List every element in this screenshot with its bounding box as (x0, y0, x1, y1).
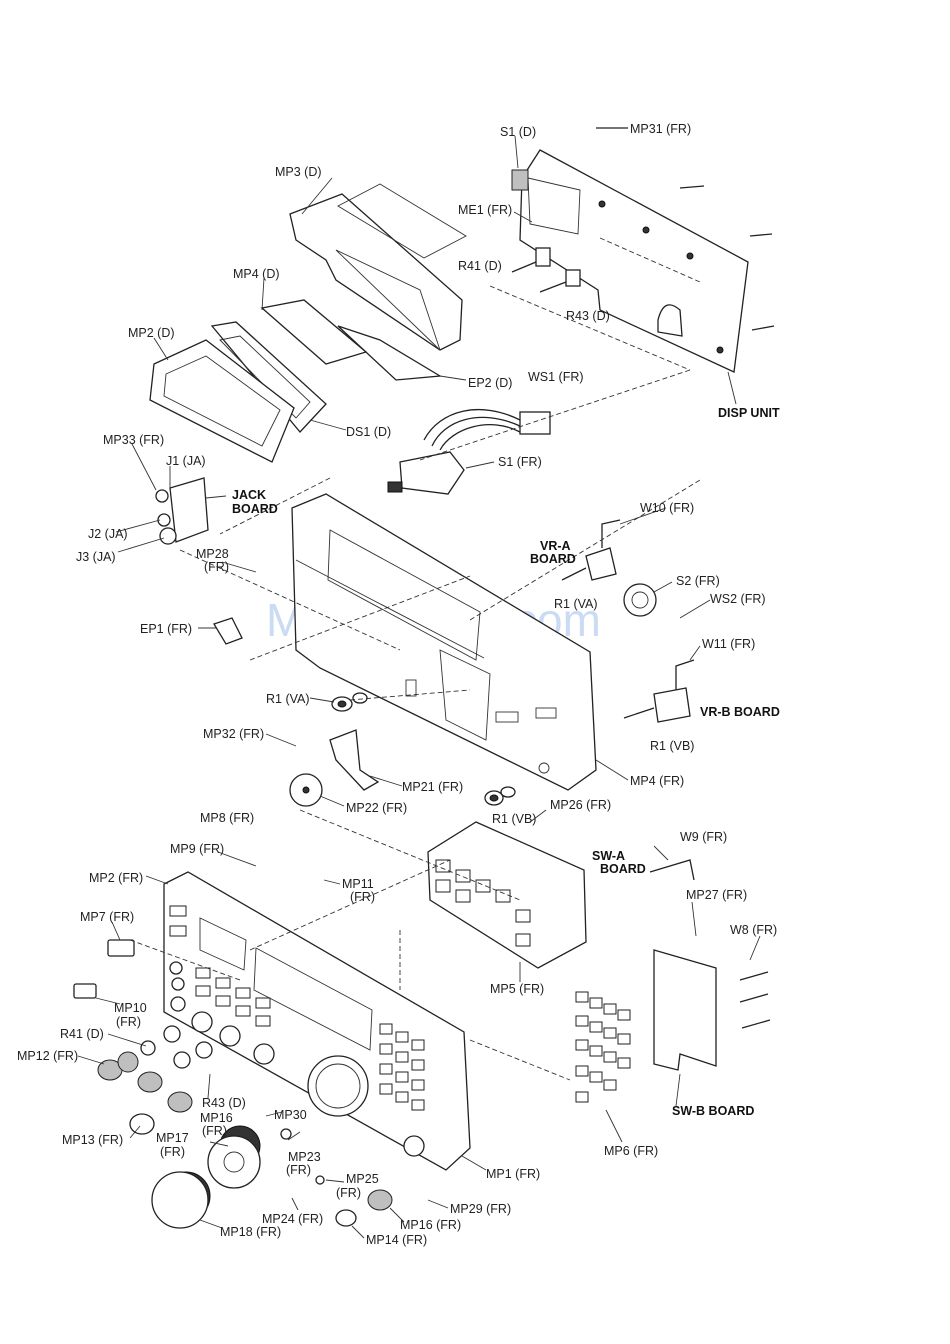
label-mp10-2: (FR) (116, 1015, 141, 1029)
label-w10: W10 (FR) (640, 501, 694, 515)
disp-unit-board (511, 127, 775, 373)
label-mp13: MP13 (FR) (62, 1133, 123, 1147)
label-w11: W11 (FR) (702, 637, 755, 651)
label-r1-vb-bottom: R1 (VB) (492, 812, 536, 826)
chassis (291, 493, 597, 791)
label-mp22: MP22 (FR) (346, 801, 407, 815)
label-jack-board-1: JACK (232, 488, 266, 502)
label-me1: ME1 (FR) (458, 203, 512, 217)
label-mp18: MP18 (FR) (220, 1225, 281, 1239)
label-r1-vb-right: R1 (VB) (650, 739, 694, 753)
label-ws1: WS1 (FR) (528, 370, 584, 384)
label-r41-d-top: R41 (D) (458, 259, 502, 273)
label-mp6: MP6 (FR) (604, 1144, 658, 1158)
label-disp-unit: DISP UNIT (718, 406, 780, 420)
label-vra-1: VR-A (540, 539, 571, 553)
label-mp3-d: MP3 (D) (275, 165, 322, 179)
label-r43-d-bottom: R43 (D) (202, 1096, 246, 1110)
label-mp14: MP14 (FR) (366, 1233, 427, 1247)
label-mp1: MP1 (FR) (486, 1167, 540, 1181)
label-mp12: MP12 (FR) (17, 1049, 78, 1063)
label-mp17-1: MP17 (156, 1131, 189, 1145)
label-mp8: MP8 (FR) (200, 811, 254, 825)
label-mp25-1: MP25 (346, 1172, 379, 1186)
label-mp16-left-1: MP16 (200, 1111, 233, 1125)
label-mp30: MP30 (274, 1108, 307, 1122)
label-mp4-d: MP4 (D) (233, 267, 280, 281)
vr-boards (213, 519, 695, 723)
label-r41-d-bottom: R41 (D) (60, 1027, 104, 1041)
label-mp2-d: MP2 (D) (128, 326, 175, 340)
label-r1-va-right: R1 (VA) (554, 597, 598, 611)
label-mp7: MP7 (FR) (80, 910, 134, 924)
label-mp29: MP29 (FR) (450, 1202, 511, 1216)
alignment-lines (129, 285, 701, 1081)
label-ep1: EP1 (FR) (140, 622, 192, 636)
label-ws2: WS2 (FR) (710, 592, 766, 606)
label-s1-fr: S1 (FR) (498, 455, 542, 469)
label-mp31: MP31 (FR) (630, 122, 691, 136)
sw-b-board (575, 949, 771, 1103)
knobs (73, 939, 393, 1229)
label-r1-va-left: R1 (VA) (266, 692, 310, 706)
jack-board (155, 477, 209, 545)
label-r43-d-top: R43 (D) (566, 309, 610, 323)
label-mp5: MP5 (FR) (490, 982, 544, 996)
label-mp9: MP9 (FR) (170, 842, 224, 856)
label-s2: S2 (FR) (676, 574, 720, 588)
label-mp21: MP21 (FR) (402, 780, 463, 794)
label-mp10-1: MP10 (114, 1001, 147, 1015)
label-mp2-fr: MP2 (FR) (89, 871, 143, 885)
label-mp28-2: (FR) (204, 560, 229, 574)
label-w8: W8 (FR) (730, 923, 777, 937)
label-mp23-2: (FR) (286, 1163, 311, 1177)
label-ep2: EP2 (D) (468, 376, 512, 390)
switch-harness (387, 408, 551, 495)
label-mp11-1: MP11 (342, 877, 374, 891)
sw-a-board (427, 821, 695, 969)
label-j2: J2 (JA) (88, 527, 128, 541)
label-mp24: MP24 (FR) (262, 1212, 323, 1226)
label-mp25-2: (FR) (336, 1186, 361, 1200)
label-mp16-bottom: MP16 (FR) (400, 1218, 461, 1232)
label-w9: W9 (FR) (680, 830, 727, 844)
label-j1: J1 (JA) (166, 454, 206, 468)
label-vrb-board: VR-B BOARD (700, 705, 780, 719)
label-mp17-2: (FR) (160, 1145, 185, 1159)
label-mp23-1: MP23 (288, 1150, 321, 1164)
label-vra-2: BOARD (530, 552, 576, 566)
washers (289, 692, 516, 807)
label-swb-board: SW-B BOARD (672, 1104, 754, 1118)
label-ds1: DS1 (D) (346, 425, 391, 439)
part-labels: MP31 (FR) S1 (D) MP3 (D) ME1 (FR) R41 (D… (17, 122, 780, 1247)
label-mp26: MP26 (FR) (550, 798, 611, 812)
label-mp16-left-2: (FR) (202, 1124, 227, 1138)
label-s1-d: S1 (D) (500, 125, 536, 139)
label-mp32: MP32 (FR) (203, 727, 264, 741)
label-jack-board-2: BOARD (232, 502, 278, 516)
label-mp33: MP33 (FR) (103, 433, 164, 447)
label-swa-1: SW-A (592, 849, 625, 863)
leader-lines (77, 135, 761, 1239)
label-mp4-fr: MP4 (FR) (630, 774, 684, 788)
front-panel (163, 871, 471, 1171)
label-swa-2: BOARD (600, 862, 646, 876)
label-j3: J3 (JA) (76, 550, 116, 564)
label-mp28-1: MP28 (196, 547, 229, 561)
label-mp27: MP27 (FR) (686, 888, 747, 902)
lcd-and-frame (149, 299, 368, 463)
label-mp11-2: (FR) (350, 890, 375, 904)
